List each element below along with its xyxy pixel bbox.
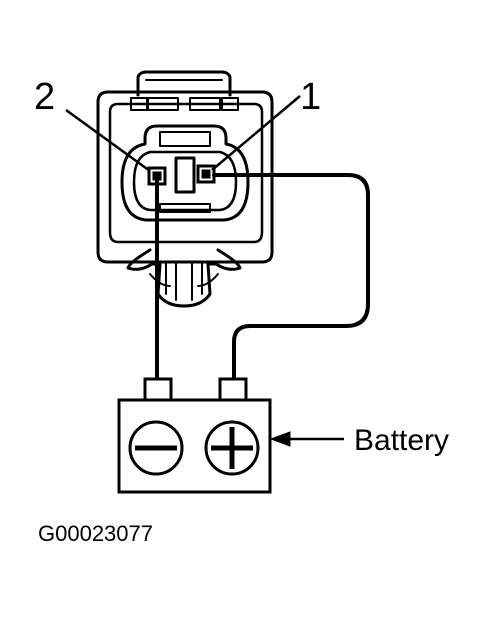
minus-icon: [128, 420, 184, 476]
positive-wire: [212, 173, 370, 382]
plus-icon: [204, 420, 260, 476]
battery-arrow: [269, 431, 344, 447]
connector-pins: [147, 164, 216, 186]
test-wires: [155, 173, 370, 382]
leader-lines: [65, 95, 301, 173]
pin-1-label: 1: [300, 76, 321, 118]
battery-icon: [117, 377, 272, 494]
pin-2-leader: [65, 108, 151, 173]
battery-label: Battery: [354, 424, 449, 457]
pin-1-leader: [211, 95, 301, 171]
pin-2-label: 2: [34, 76, 55, 118]
figure-code: G00023077: [38, 521, 153, 546]
connector-icon: [96, 70, 274, 308]
pin-1-contact: [201, 169, 211, 179]
negative-post: [143, 377, 173, 403]
positive-post: [218, 377, 248, 403]
